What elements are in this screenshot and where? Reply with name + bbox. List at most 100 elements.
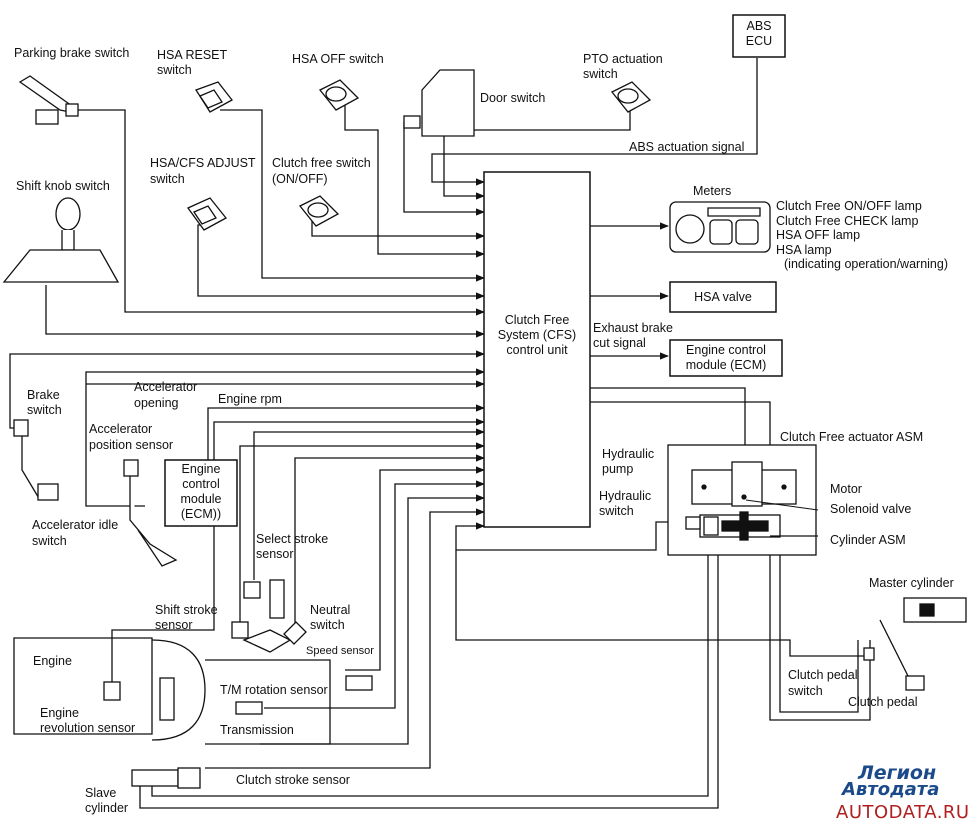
clutch-pedal-icon	[879, 619, 911, 681]
abs-ecu-label-1: ABS	[746, 19, 772, 33]
hyd-line-master	[779, 535, 859, 713]
tm-rotation-sensor-icon	[235, 701, 263, 715]
hsa-valve-box	[669, 281, 777, 313]
select-stroke-label-2: sensor	[256, 547, 294, 561]
solenoid-label: Solenoid valve	[830, 502, 912, 516]
engine-rev-sensor-icon	[103, 681, 121, 701]
motor-label: Motor	[830, 482, 862, 496]
meters-panel	[669, 201, 771, 253]
shift-stroke-label-1: Shift stroke	[155, 603, 218, 617]
engine-rev-label-1: Engine	[40, 706, 79, 720]
wire-shift-stroke	[239, 442, 485, 622]
cfs-unit-label-1: Clutch Free	[504, 313, 570, 327]
slave-label-1: Slave	[85, 786, 117, 800]
cfs-unit-label-3: control unit	[506, 343, 568, 357]
parking-brake-icon	[18, 75, 73, 113]
hsa-valve-label: HSA valve	[694, 290, 752, 304]
watermark-site: AUTODATA.RU	[836, 802, 970, 823]
neutral-switch-icon	[283, 621, 307, 645]
clutch-free-switch-label-2: (ON/OFF)	[272, 172, 328, 186]
hyd-switch-label-1: Hydraulic	[599, 489, 652, 503]
ecm-left-box	[164, 459, 238, 527]
hsa-cfs-adjust-label-2: switch	[150, 172, 185, 186]
hyd-pump-label-2: pump	[602, 462, 634, 476]
shift-knob-label: Shift knob switch	[16, 179, 110, 193]
clutch-pedal-label: Clutch pedal	[848, 695, 918, 709]
ecm-left-label-1: Engine	[181, 462, 221, 476]
accel-position-sensor-icon	[123, 459, 139, 477]
exhaust-label-2: cut signal	[593, 336, 646, 350]
shift-stroke-label-2: sensor	[155, 618, 193, 632]
cylinder-asm-label: Cylinder ASM	[830, 533, 906, 547]
wire-engine-rpm	[207, 404, 485, 460]
tm-rotation-label: T/M rotation sensor	[220, 683, 328, 697]
wire-abs	[431, 58, 758, 186]
engine-outline	[13, 637, 153, 735]
slave-cylinder-icon	[131, 769, 179, 787]
cfs-unit-label-2: System (CFS)	[497, 328, 577, 342]
ecm-right-label-1: Engine control	[686, 343, 766, 357]
wire-parking-brake	[73, 109, 485, 316]
brake-switch-label-2: switch	[27, 403, 62, 417]
door-icon	[421, 69, 475, 137]
hsa-reset-label-1: HSA RESET	[157, 48, 228, 62]
wire-select-stroke	[253, 428, 485, 580]
wire-engine-rev	[111, 418, 485, 684]
accel-idle-label-1: Accelerator idle	[32, 518, 119, 532]
engine-label: Engine	[33, 654, 72, 668]
speed-sensor-icon	[345, 675, 373, 691]
hsa-off-switch-label: HSA OFF switch	[292, 52, 384, 66]
brake-switch-icon	[13, 419, 29, 437]
neutral-label-1: Neutral	[310, 603, 351, 617]
master-cylinder-icon	[903, 597, 967, 623]
hyd-switch-label-2: switch	[599, 504, 634, 518]
meter-lamp-1: Clutch Free ON/OFF lamp	[776, 199, 922, 213]
shift-knob-icon	[55, 197, 81, 231]
abs-signal-label: ABS actuation signal	[629, 140, 745, 154]
door-switch-label: Door switch	[480, 91, 546, 105]
parking-brake-switch-label: Parking brake switch	[14, 46, 130, 60]
hyd-pump-label-1: Hydraulic	[602, 447, 655, 461]
speed-sensor-label: Speed sensor	[306, 645, 374, 657]
clutch-pedal-sw-label-2: switch	[788, 684, 823, 698]
accel-pos-label-2: position sensor	[89, 438, 174, 452]
watermark-brand: Легион	[858, 762, 937, 784]
meter-lamp-3: HSA OFF lamp	[776, 228, 861, 242]
wire-speed	[345, 466, 485, 671]
exhaust-label-1: Exhaust brake	[593, 321, 673, 335]
neutral-label-2: switch	[310, 618, 345, 632]
engine-rev-label-2: revolution sensor	[40, 721, 136, 735]
abs-ecu-box	[732, 14, 786, 58]
ecm-left-label-4: (ECM))	[180, 507, 222, 521]
hyd-line-inner2	[151, 535, 709, 797]
accel-idle-label-2: switch	[32, 534, 67, 548]
clutch-stroke-label: Clutch stroke sensor	[236, 773, 350, 787]
wire-tm-rotation	[264, 480, 485, 709]
wire-hyd-switch	[455, 521, 688, 551]
meter-lamp-4: HSA lamp	[776, 243, 832, 257]
wire-solenoid	[590, 387, 749, 463]
clutch-pedal-sw-label-1: Clutch pedal	[788, 668, 858, 682]
wire-accel-opening	[85, 368, 485, 507]
accel-opening-label-1: Accelerator	[134, 380, 198, 394]
meters-label: Meters	[693, 184, 732, 198]
actuator-asm-label: Clutch Free actuator ASM	[780, 430, 924, 444]
hsa-reset-label-2: switch	[157, 63, 192, 77]
wire-shift-knob	[45, 285, 485, 338]
abs-ecu-label-2: ECU	[745, 34, 773, 48]
ecm-right-label-2: module (ECM)	[685, 358, 767, 372]
wire-clutch-free-switch	[311, 219, 485, 240]
transmission-label: Transmission	[220, 723, 294, 737]
wire-hsa-off	[344, 100, 485, 258]
ecm-left-label-2: control	[182, 477, 220, 491]
wire-neutral	[294, 454, 485, 630]
hsa-cfs-adjust-label-1: HSA/CFS ADJUST	[150, 156, 256, 170]
wire-hsa-reset	[220, 109, 485, 282]
shift-stroke-sensor-icon	[231, 621, 249, 639]
ecm-left-label-3: module	[180, 492, 222, 506]
master-cyl-label: Master cylinder	[869, 576, 954, 590]
ecm-right-box	[669, 339, 783, 377]
wire-brake-switch	[9, 350, 485, 429]
select-stroke-label-1: Select stroke	[256, 532, 329, 546]
